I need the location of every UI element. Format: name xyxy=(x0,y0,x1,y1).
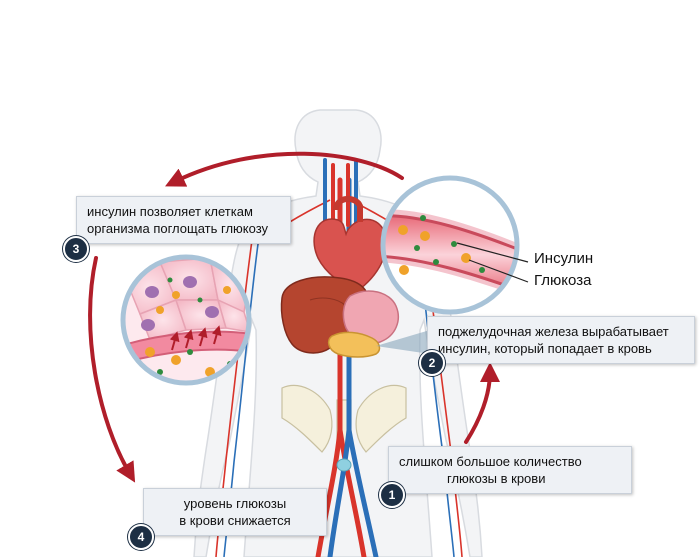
step-3-callout: инсулин позволяет клеткам организма погл… xyxy=(76,196,291,244)
step-2-badge: 2 xyxy=(419,350,445,376)
arrow-step2-to-step3 xyxy=(165,151,404,187)
step-1-line-2: глюкозы в крови xyxy=(447,471,546,486)
step-3-line-1: инсулин позволяет клеткам xyxy=(87,204,253,219)
step-2-callout: поджелудочная железа вырабатывает инсули… xyxy=(427,316,695,364)
step-2-line-2: инсулин, который попадает в кровь xyxy=(438,341,652,356)
step-1-badge: 1 xyxy=(379,482,405,508)
step-2-line-1: поджелудочная железа вырабатывает xyxy=(438,324,669,339)
step-4-callout: уровень глюкозы в крови снижается xyxy=(143,488,327,536)
insulin-pointer xyxy=(456,242,529,263)
pancreas xyxy=(327,331,381,358)
cells-magnified xyxy=(120,254,252,386)
cycle-arrows xyxy=(88,151,500,483)
pancreas-connector xyxy=(376,330,430,354)
main-vessels xyxy=(315,158,379,557)
step-4-line-2: в крови снижается xyxy=(179,513,291,528)
arrow-step3-to-step4 xyxy=(88,256,136,483)
bladder xyxy=(336,458,352,472)
step-1-line-1: слишком большое количество xyxy=(399,454,582,469)
legend-insulin: Инсулин xyxy=(534,250,594,267)
step-4-badge: 4 xyxy=(128,524,154,550)
step-4-line-1: уровень глюкозы xyxy=(183,496,287,511)
step-3-line-2: организма поглощать глюкозу xyxy=(87,221,269,236)
step-3-badge: 3 xyxy=(63,236,89,262)
blood-vessel-magnified xyxy=(380,175,529,315)
legend-glucose: Глюкоза xyxy=(534,272,592,289)
glucose-pointer xyxy=(468,259,529,283)
arrow-step1-to-step2 xyxy=(464,362,500,444)
stomach xyxy=(342,290,400,345)
step-1-callout: слишком большое количество глюкозы в кро… xyxy=(388,446,632,494)
